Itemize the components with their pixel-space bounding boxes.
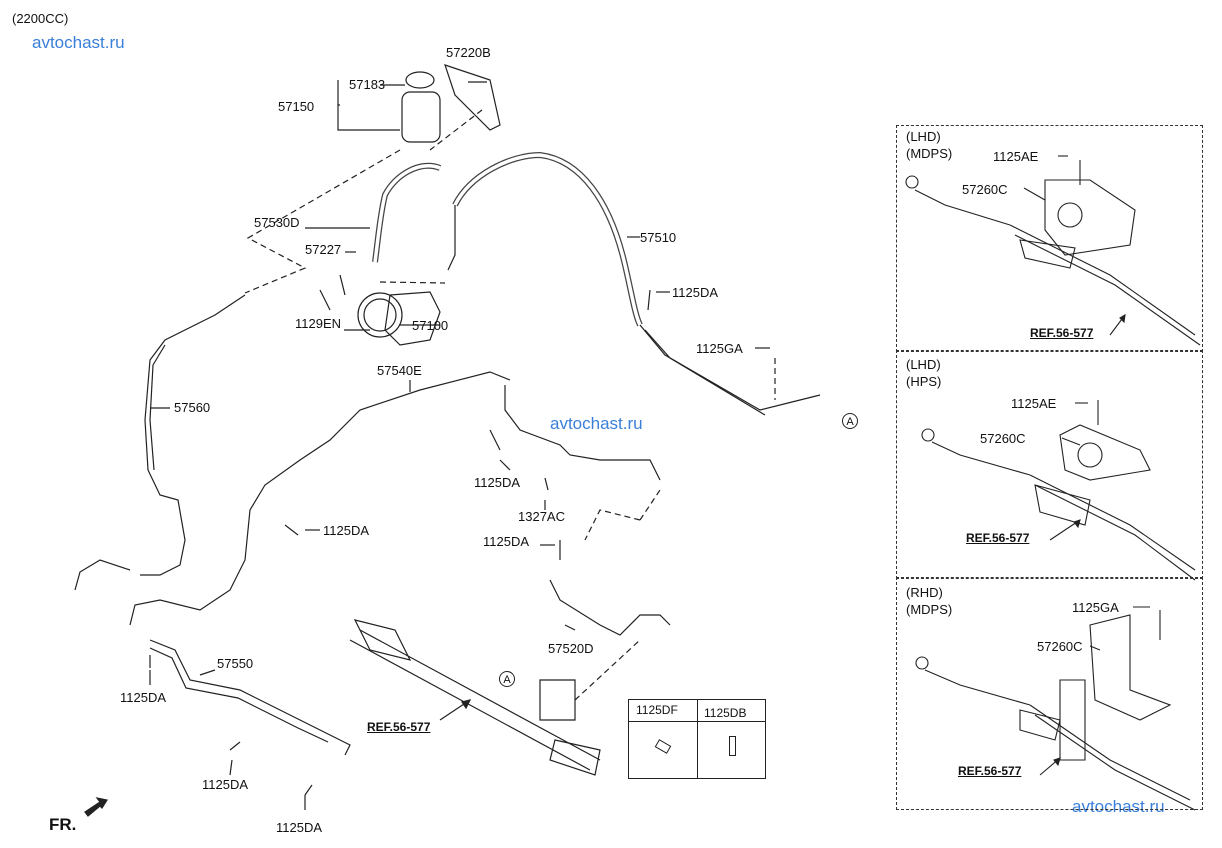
part-label[interactable]: 1125AE — [1011, 396, 1057, 411]
part-label[interactable]: 1125DA — [323, 523, 370, 538]
connector-marker: A — [842, 413, 858, 429]
panel-title: (LHD) — [906, 357, 941, 372]
watermark: avtochast.ru — [1072, 797, 1165, 816]
part-label[interactable]: 57100 — [412, 318, 449, 333]
ref-link[interactable]: REF.56-577 — [966, 531, 1030, 545]
fastener-col-1[interactable]: 1125DF — [636, 703, 678, 717]
fr-arrow — [84, 797, 108, 817]
part-label[interactable]: 1125DA — [202, 777, 249, 792]
part-label[interactable]: 57560 — [174, 400, 211, 415]
line-57550 — [149, 639, 351, 756]
hose-57540E — [129, 371, 511, 626]
part-label[interactable]: 57260C — [962, 182, 1008, 197]
bolt-icon — [654, 739, 672, 754]
bolt-icon — [729, 736, 736, 756]
variant-panel-rhd-mdps — [896, 577, 1203, 810]
part-label[interactable]: 57260C — [1037, 639, 1083, 654]
steering-rack — [359, 629, 601, 761]
ref-link[interactable]: REF.56-577 — [1030, 326, 1094, 340]
part-label[interactable]: 57150 — [278, 99, 315, 114]
part-label[interactable]: 1125DA — [483, 534, 530, 549]
panel-subtitle: (MDPS) — [906, 146, 953, 161]
part-label[interactable]: 57540E — [377, 363, 422, 378]
hose-57520D — [549, 579, 671, 636]
reservoir-cap — [405, 71, 435, 89]
variant-panel-lhd-mdps — [896, 125, 1203, 352]
part-label[interactable]: 57183 — [349, 77, 386, 92]
watermark: avtochast.ru — [550, 414, 643, 433]
hose-57510 — [452, 151, 643, 327]
variant-panel-lhd-hps — [896, 350, 1203, 579]
part-label[interactable]: 57550 — [217, 656, 254, 671]
part-label[interactable]: 57530D — [254, 215, 300, 230]
part-label[interactable]: 57520D — [548, 641, 594, 656]
part-label[interactable]: 1327AC — [518, 509, 565, 524]
connector-marker: A — [499, 671, 515, 687]
watermark: avtochast.ru — [32, 33, 125, 52]
part-label[interactable]: 57220B — [446, 45, 491, 60]
reservoir — [401, 91, 441, 143]
fastener-col-2[interactable]: 1125DB — [704, 706, 747, 720]
ref-link[interactable]: REF.56-577 — [367, 720, 431, 734]
part-label[interactable]: 1125GA — [1072, 600, 1119, 615]
ref-link[interactable]: REF.56-577 — [958, 764, 1022, 778]
reservoir-bracket — [444, 64, 501, 131]
part-label[interactable]: 1125AE — [993, 149, 1039, 164]
part-label[interactable]: 1125DA — [276, 820, 323, 835]
panel-subtitle: (MDPS) — [906, 602, 953, 617]
pump-body — [384, 291, 441, 346]
part-label[interactable]: 1125DA — [474, 475, 521, 490]
part-label[interactable]: 57260C — [980, 431, 1026, 446]
panel-subtitle: (HPS) — [906, 374, 942, 389]
hose-57530D — [372, 162, 442, 263]
fastener-table: 1125DF 1125DB — [628, 699, 766, 779]
engine-spec: (2200CC) — [12, 11, 69, 26]
part-label[interactable]: 57510 — [640, 230, 677, 245]
part-label[interactable]: 1125DA — [120, 690, 167, 705]
part-label[interactable]: 57227 — [305, 242, 342, 257]
panel-title: (RHD) — [906, 585, 943, 600]
hose-57560 — [140, 294, 246, 576]
front-direction-label: FR. — [49, 815, 77, 834]
pump-pulley — [357, 292, 403, 338]
part-label[interactable]: 1125GA — [696, 341, 743, 356]
part-label[interactable]: 1125DA — [672, 285, 719, 300]
part-label[interactable]: 1129EN — [295, 316, 342, 331]
panel-title: (LHD) — [906, 129, 941, 144]
